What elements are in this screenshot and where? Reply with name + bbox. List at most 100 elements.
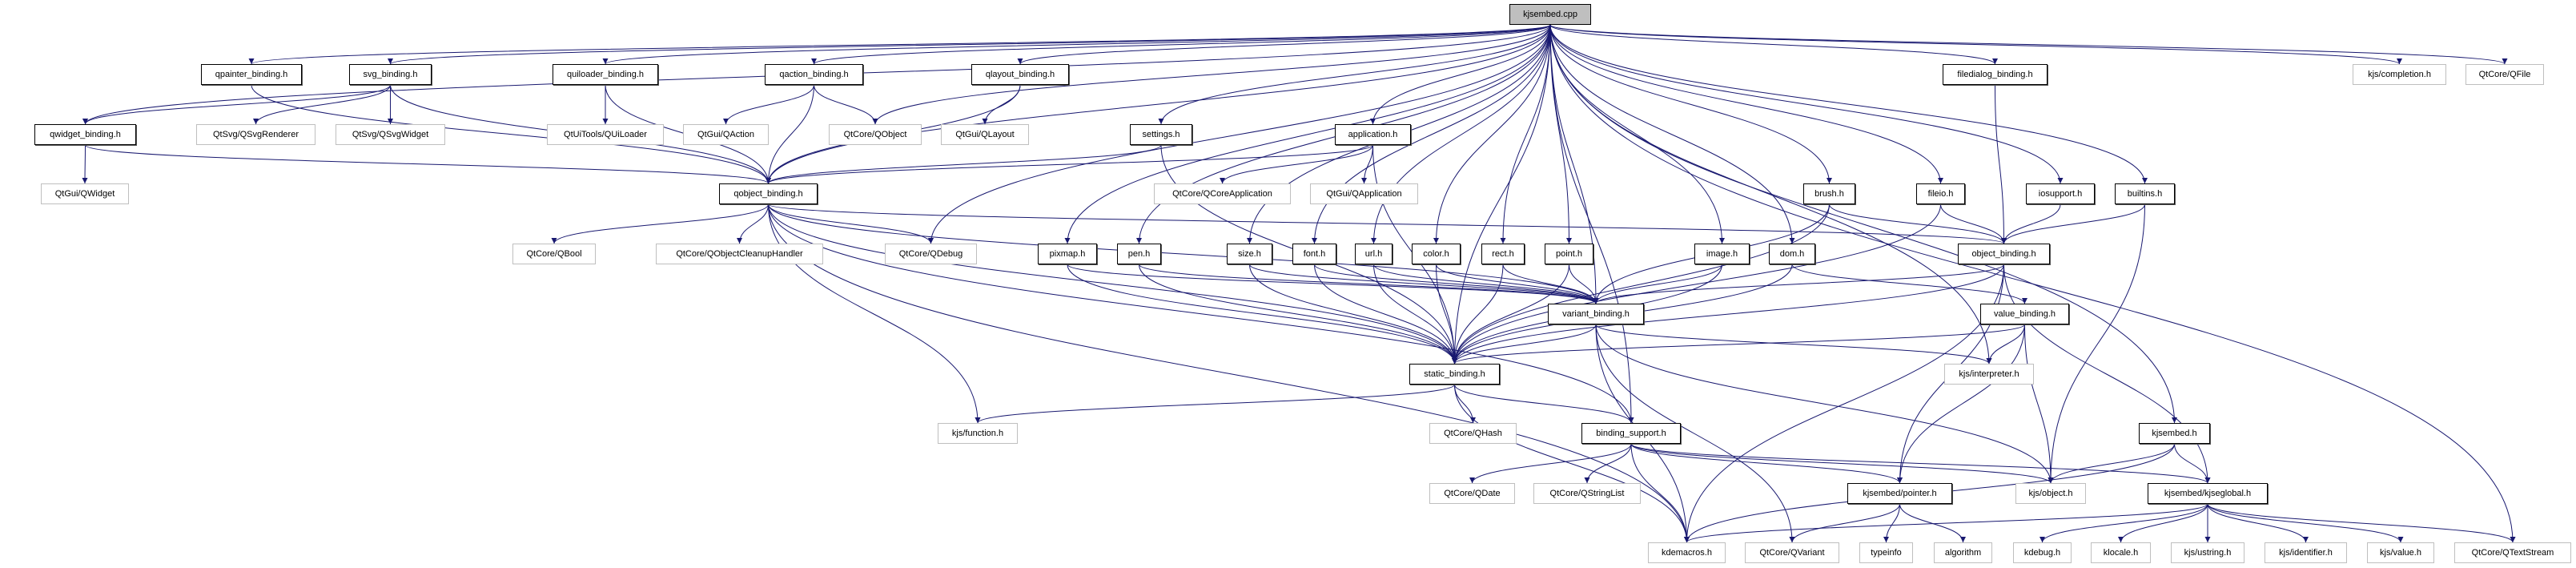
node-pointer[interactable]: kjsembed/pointer.h: [1847, 483, 1952, 504]
node-quiloader[interactable]: quiloader_binding.h: [553, 64, 658, 85]
edge-variant_binding-to-kjsobject: [1595, 324, 2054, 484]
node-object-binding[interactable]: object_binding.h: [1958, 244, 2050, 264]
node-qpainter[interactable]: qpainter_binding.h: [201, 64, 302, 85]
node-builtins[interactable]: builtins.h: [2115, 183, 2175, 204]
node-kjsembed-cpp[interactable]: kjsembed.cpp: [1509, 4, 1591, 25]
node-font[interactable]: font.h: [1292, 244, 1336, 264]
edge-kjsembed_cpp-to-qpainter: [248, 24, 1551, 65]
node-qwidget-q: QtGui/QWidget: [41, 183, 129, 204]
node-identifier: kjs/identifier.h: [2265, 542, 2347, 563]
node-quiloader-q: QtUiTools/QUiLoader: [547, 124, 664, 145]
node-pen[interactable]: pen.h: [1117, 244, 1161, 264]
node-brush[interactable]: brush.h: [1803, 183, 1855, 204]
node-label: QtCore/QObject: [843, 130, 907, 139]
node-qvariant: QtCore/QVariant: [1745, 542, 1839, 563]
node-label: pixmap.h: [1049, 249, 1086, 259]
node-label: value_binding.h: [1993, 309, 2056, 319]
node-qdate: QtCore/QDate: [1429, 483, 1515, 504]
node-variant-binding[interactable]: variant_binding.h: [1548, 304, 1644, 324]
node-label: QtCore/QDebug: [898, 249, 963, 259]
edge-kjsembed_cpp-to-qobject_binding: [766, 24, 1551, 184]
edge-qwidget-to-qobject_binding: [85, 144, 771, 184]
node-qlayout-q: QtGui/QLayout: [941, 124, 1029, 145]
edge-kjsembed_cpp-to-application: [1370, 24, 1551, 125]
node-qdebug: QtCore/QDebug: [885, 244, 977, 264]
node-kjsembed-h[interactable]: kjsembed.h: [2139, 423, 2210, 444]
node-application[interactable]: application.h: [1335, 124, 1411, 145]
node-kdebug: kdebug.h: [2013, 542, 2072, 563]
node-value-binding[interactable]: value_binding.h: [1980, 304, 2069, 324]
node-pixmap[interactable]: pixmap.h: [1038, 244, 1097, 264]
node-label: kjs/function.h: [951, 429, 1004, 438]
edge-qobject_binding-to-variant_binding: [768, 203, 1599, 304]
node-label: kjs/completion.h: [2368, 70, 2431, 79]
node-fileio[interactable]: fileio.h: [1916, 183, 1965, 204]
node-label: qlayout_binding.h: [985, 70, 1055, 79]
edge-kjsembed_cpp-to-dom: [1549, 24, 1795, 244]
edge-qobject_binding-to-qdebug: [768, 203, 934, 244]
edge-qwidget-to-qwidget_q: [82, 144, 88, 184]
node-qwidget[interactable]: qwidget_binding.h: [34, 124, 136, 145]
node-label: binding_support.h: [1596, 429, 1666, 438]
node-label: QtCore/QFile: [2478, 70, 2531, 79]
node-function: kjs/function.h: [938, 423, 1018, 444]
node-dom[interactable]: dom.h: [1769, 244, 1815, 264]
node-settings[interactable]: settings.h: [1130, 124, 1192, 145]
node-qapp: QtGui/QApplication: [1310, 183, 1418, 204]
node-static-binding[interactable]: static_binding.h: [1409, 364, 1500, 385]
node-qobject-q: QtCore/QObject: [829, 124, 922, 145]
edge-value_binding-to-interpreter: [1986, 324, 2025, 365]
node-kjseglobal[interactable]: kjsembed/kjseglobal.h: [2148, 483, 2268, 504]
node-qsvgrenderer: QtSvg/QSvgRenderer: [196, 124, 315, 145]
node-typeinfo: typeinfo: [1859, 542, 1913, 563]
edge-kjseglobal-to-klocale: [2118, 503, 2208, 543]
node-svg[interactable]: svg_binding.h: [349, 64, 432, 85]
node-rect[interactable]: rect.h: [1481, 244, 1525, 264]
node-color[interactable]: color.h: [1412, 244, 1461, 264]
node-qobject-binding[interactable]: qobject_binding.h: [719, 183, 818, 204]
node-label: QtGui/QWidget: [54, 189, 115, 199]
node-label: QtCore/QBool: [526, 249, 582, 259]
edge-kjsembed_h-to-kjsobject: [2048, 443, 2175, 484]
edge-color-to-variant_binding: [1436, 264, 1599, 304]
edge-fileio-to-static_binding: [1452, 203, 1941, 365]
edge-kjsembed_cpp-to-svg: [388, 24, 1551, 65]
edge-static_binding-to-function: [975, 384, 1455, 424]
node-interpreter: kjs/interpreter.h: [1944, 364, 2034, 385]
edge-kjsembed_cpp-to-settings: [1158, 24, 1551, 125]
node-size[interactable]: size.h: [1227, 244, 1272, 264]
edge-size-to-static_binding: [1249, 264, 1457, 365]
edge-kjseglobal-to-kjsvalue: [2207, 503, 2404, 543]
node-label: kjsembed/kjseglobal.h: [2164, 489, 2252, 498]
node-label: kjsembed.h: [2152, 429, 2197, 438]
node-label: point.h: [1555, 249, 1583, 259]
node-label: pen.h: [1127, 249, 1151, 259]
edge-font-to-variant_binding: [1314, 264, 1599, 304]
node-label: application.h: [1348, 130, 1398, 139]
node-label: klocale.h: [2103, 548, 2139, 558]
node-label: kjsembed.cpp: [1523, 10, 1577, 19]
edge-image-to-variant_binding: [1593, 264, 1722, 304]
edge-qobject_binding-to-kdemacros: [768, 203, 1690, 543]
edge-qaction-to-qobject_binding: [766, 84, 814, 184]
edge-kjsembed_cpp-to-fileio: [1549, 24, 1943, 184]
node-label: fileio.h: [1927, 189, 1954, 199]
node-point[interactable]: point.h: [1545, 244, 1593, 264]
edge-brush-to-object_binding: [1829, 203, 2007, 244]
edge-binding_support-to-kjsobject: [1630, 443, 2054, 484]
node-filedialog[interactable]: filedialog_binding.h: [1943, 64, 2048, 85]
node-qtextstream: QtCore/QTextStream: [2454, 542, 2571, 563]
node-binding-support[interactable]: binding_support.h: [1581, 423, 1681, 444]
node-label: static_binding.h: [1424, 369, 1485, 379]
node-qlayout[interactable]: qlayout_binding.h: [971, 64, 1069, 85]
edge-font-to-static_binding: [1314, 264, 1457, 365]
node-label: image.h: [1706, 249, 1738, 259]
node-image[interactable]: image.h: [1694, 244, 1750, 264]
node-iosupport[interactable]: iosupport.h: [2026, 183, 2095, 204]
node-url[interactable]: url.h: [1355, 244, 1392, 264]
edge-object_binding-to-kdemacros: [1684, 264, 2004, 543]
node-label: kjs/object.h: [2028, 489, 2073, 498]
node-label: QtGui/QApplication: [1326, 189, 1402, 199]
node-qaction[interactable]: qaction_binding.h: [765, 64, 863, 85]
edge-rect-to-static_binding: [1452, 264, 1504, 365]
